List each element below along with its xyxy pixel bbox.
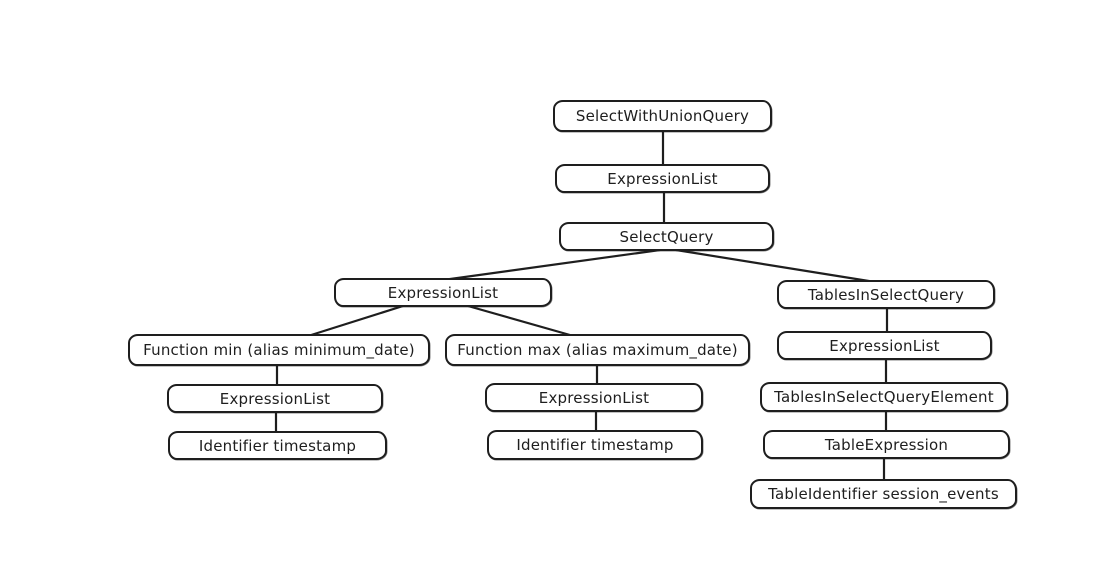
node-table-expression: TableExpression — [763, 430, 1010, 459]
edge-selectquery-expressionlist — [441, 248, 662, 282]
edge-expressionlist-functionmax — [466, 304, 572, 337]
edge-expressionlist-functionmin — [306, 304, 405, 338]
node-identifier-timestamp-max: Identifier timestamp — [487, 430, 703, 460]
node-expression-list-max: ExpressionList — [485, 383, 703, 412]
edge-selectquery-tablesinselectquery — [674, 248, 877, 284]
node-expression-list-root: ExpressionList — [555, 164, 770, 193]
node-tables-in-select-query: TablesInSelectQuery — [777, 280, 995, 309]
node-select-query: SelectQuery — [559, 222, 774, 251]
node-function-max: Function max (alias maximum_date) — [445, 334, 750, 366]
node-expression-list-tables: ExpressionList — [777, 331, 992, 360]
node-expression-list-min: ExpressionList — [167, 384, 383, 413]
node-table-identifier-session-events: TableIdentifier session_events — [750, 479, 1017, 509]
node-tables-in-select-query-element: TablesInSelectQueryElement — [760, 382, 1008, 412]
node-select-with-union-query: SelectWithUnionQuery — [553, 100, 772, 132]
node-identifier-timestamp-min: Identifier timestamp — [168, 431, 387, 460]
node-function-min: Function min (alias minimum_date) — [128, 334, 430, 366]
node-expression-list-select: ExpressionList — [334, 278, 552, 307]
